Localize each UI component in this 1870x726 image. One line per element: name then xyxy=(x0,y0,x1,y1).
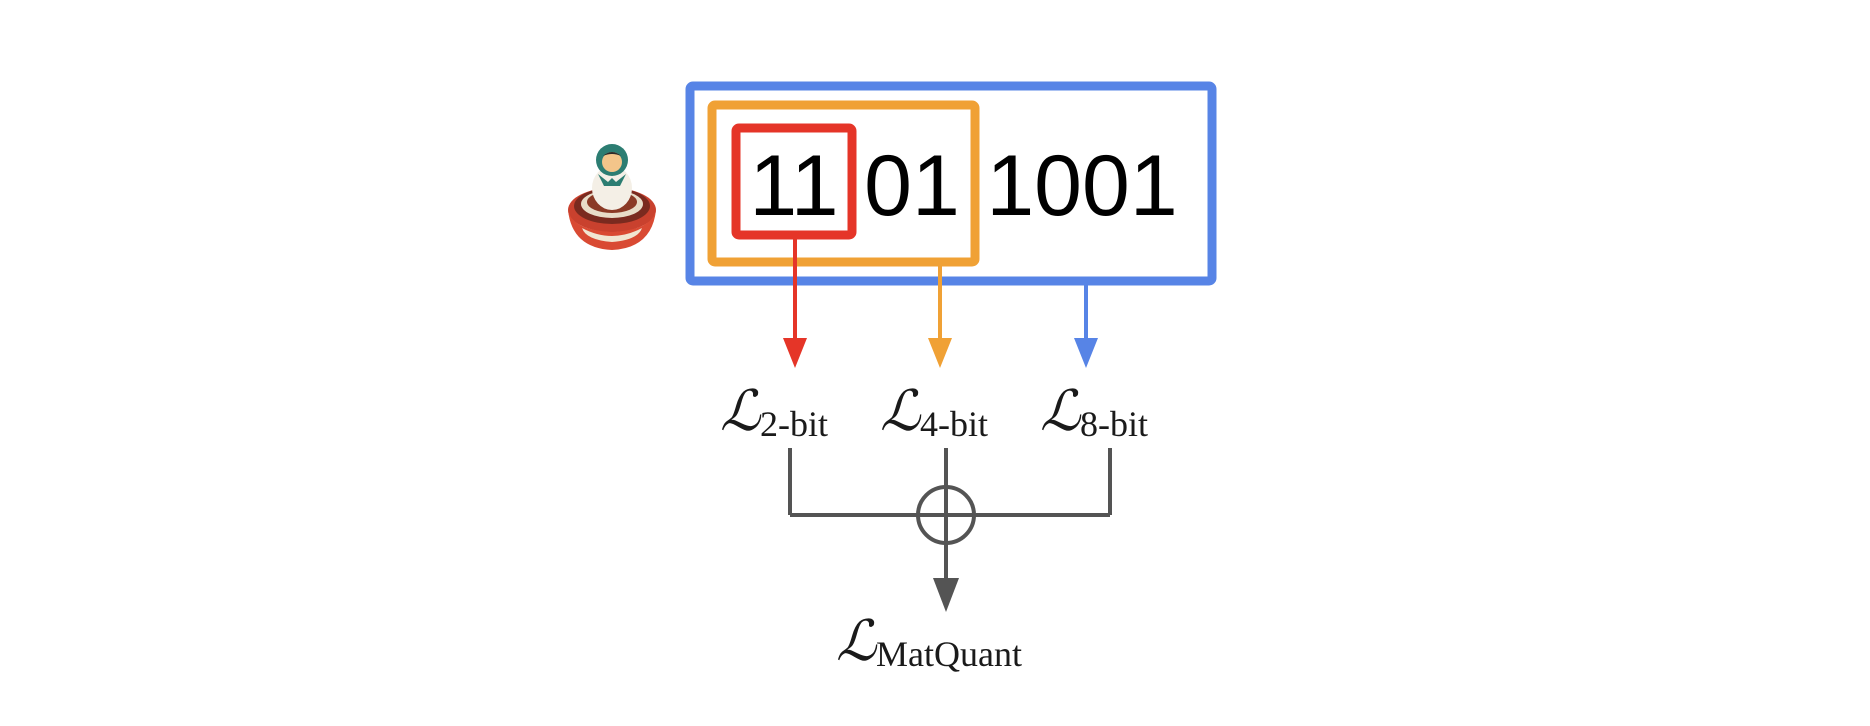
loss-4bit-label: ℒ 4-bit xyxy=(880,379,988,444)
int2-arrow xyxy=(783,239,807,368)
nesting-doll-icon xyxy=(568,144,656,250)
svg-text:ℒ: ℒ xyxy=(1040,379,1082,444)
svg-text:2-bit: 2-bit xyxy=(760,404,828,444)
int8-box xyxy=(685,81,1217,286)
sum-operator-icon xyxy=(916,485,976,545)
loss-8bit-label: ℒ 8-bit xyxy=(1040,379,1148,444)
svg-text:8-bit: 8-bit xyxy=(1080,404,1148,444)
svg-text:ℒ: ℒ xyxy=(880,379,922,444)
svg-text:ℒ: ℒ xyxy=(720,379,762,444)
int4-arrow xyxy=(928,266,952,368)
combined-arrow xyxy=(933,578,959,612)
int8-arrow xyxy=(1074,285,1098,368)
svg-text:MatQuant: MatQuant xyxy=(876,634,1022,674)
loss-2bit-label: ℒ 2-bit xyxy=(720,379,828,444)
svg-text:ℒ: ℒ xyxy=(836,609,878,674)
loss-matquant-label: ℒ MatQuant xyxy=(836,609,1022,674)
svg-text:4-bit: 4-bit xyxy=(920,404,988,444)
bits-msb-2: 11 xyxy=(749,138,838,234)
int2-box xyxy=(731,123,857,240)
bits-mid-2: 01 xyxy=(864,138,960,234)
bits-low-4: 1001 xyxy=(986,138,1177,234)
int4-box xyxy=(707,100,980,267)
